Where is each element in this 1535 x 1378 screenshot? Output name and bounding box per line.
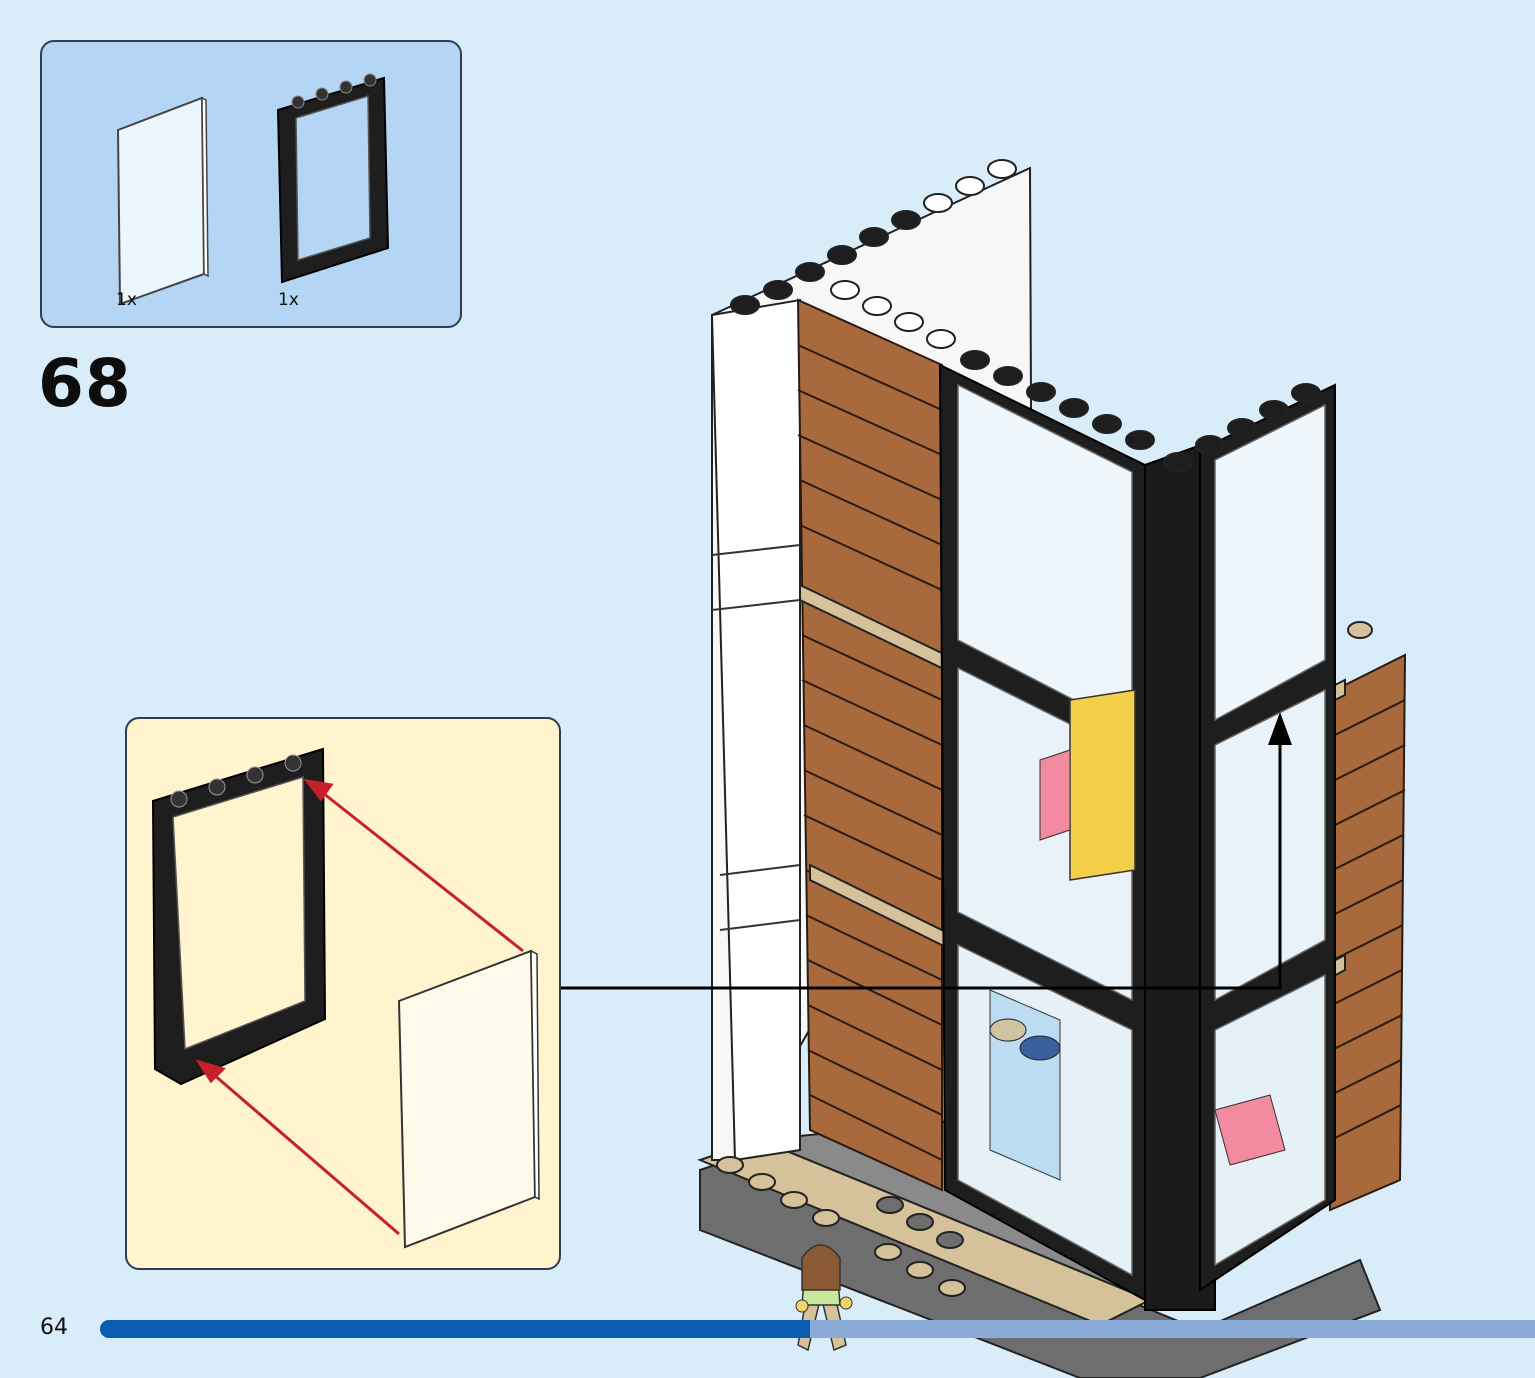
base-studs <box>716 1156 966 1297</box>
top-studs <box>730 159 1373 639</box>
assembly-arrows <box>195 778 524 1236</box>
white-wall <box>710 166 1034 1162</box>
progress-bar <box>100 1320 1535 1338</box>
callout-window-frame <box>151 747 327 1086</box>
parts-illustration <box>116 73 390 306</box>
window-frame-part <box>276 73 390 284</box>
sub-assembly-callout <box>125 717 561 1270</box>
black-window-frames <box>938 363 1336 1311</box>
callout-glass-panel <box>397 949 540 1249</box>
glass-panel-part <box>116 96 209 306</box>
interior-details <box>989 689 1286 1181</box>
brown-planks-right <box>1328 653 1407 1212</box>
window-frame-quantity: 1x <box>278 290 299 310</box>
page-number: 64 <box>40 1315 68 1340</box>
glass-panel-quantity: 1x <box>116 290 137 310</box>
parts-list-box: 1x 1x <box>40 40 462 328</box>
callout-connector <box>561 712 1292 990</box>
sub-assembly-illustration <box>151 747 540 1249</box>
brown-planks-left <box>796 298 943 1192</box>
tan-trim <box>799 583 1346 1062</box>
progress-bar-fill <box>100 1320 811 1338</box>
base-plate <box>697 1118 1382 1378</box>
step-number: 68 <box>38 345 132 422</box>
